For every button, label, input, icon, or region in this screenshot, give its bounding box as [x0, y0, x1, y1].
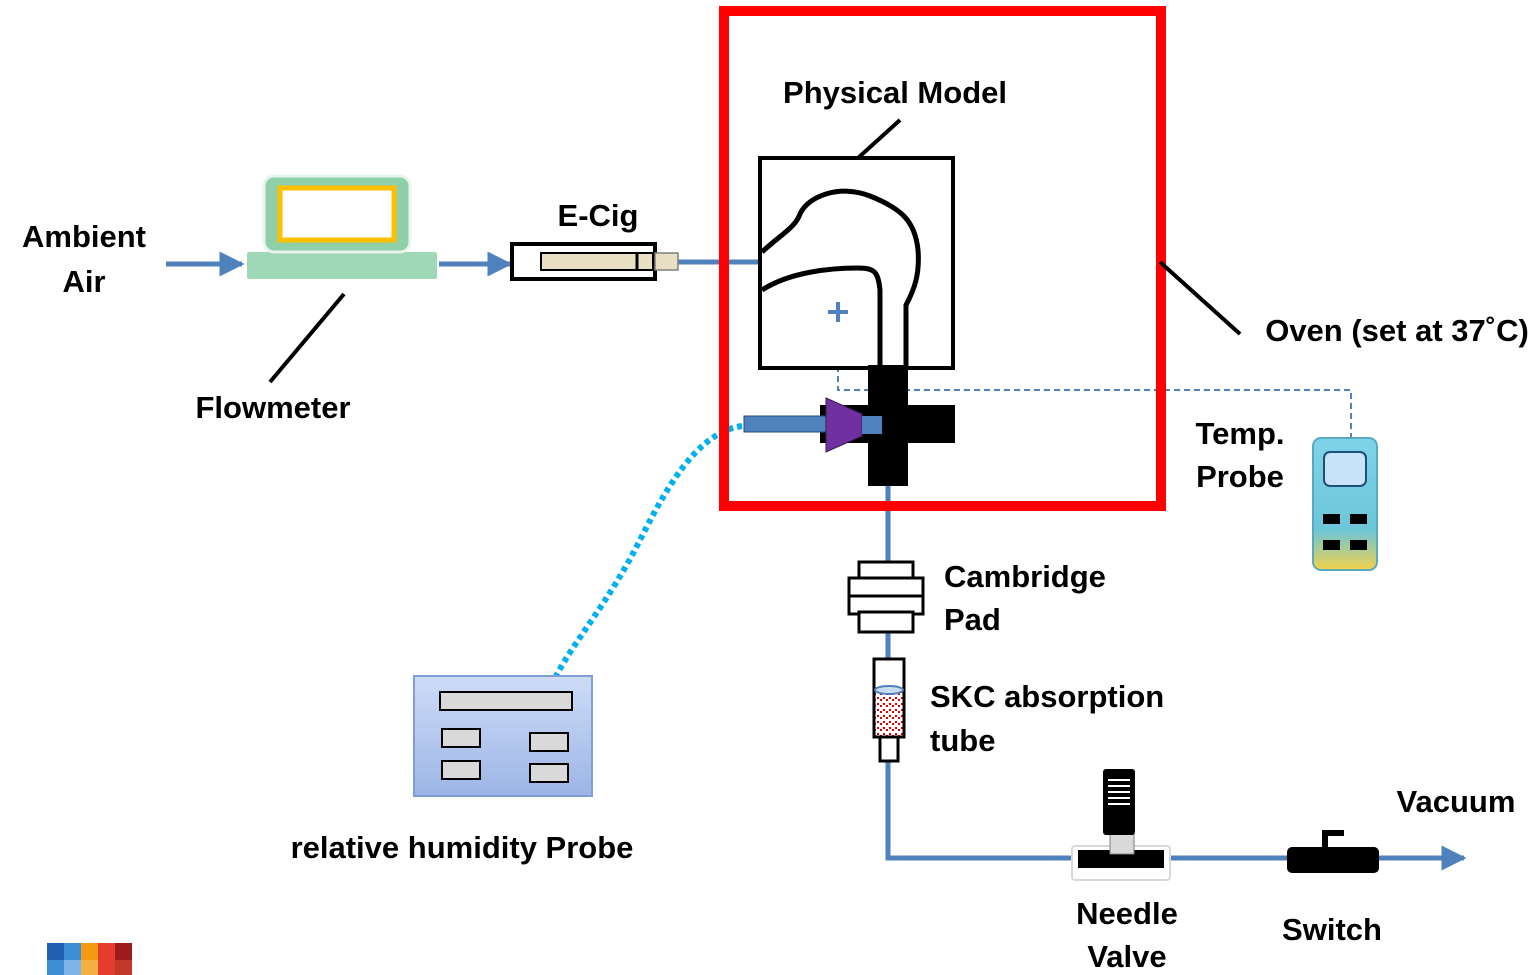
mouthpiece-inner [862, 416, 882, 434]
label-rh-probe: relative humidity Probe [291, 830, 634, 865]
switch-icon [1287, 830, 1379, 873]
label-cambridge-pad-line1: Cambridge [944, 559, 1106, 594]
physical-model-box [758, 156, 955, 370]
label-ambient-air-line1: Ambient [22, 219, 146, 254]
cambridge-pad-icon [847, 560, 925, 634]
label-temp-probe-line2: Probe [1196, 459, 1284, 494]
rh-inlet-tube [743, 415, 829, 433]
temp-probe-tip-icon [828, 302, 848, 322]
oven-box [719, 6, 1166, 511]
flowmeter-pointer [268, 292, 346, 384]
temp-probe-wire [837, 316, 1352, 440]
label-cambridge-pad-line2: Pad [944, 602, 1001, 637]
label-switch: Switch [1282, 912, 1382, 947]
skc-tube-icon [872, 657, 906, 763]
needle-valve-icon [1071, 769, 1171, 881]
label-physical-model: Physical Model [783, 75, 1007, 110]
label-needle-valve-line2: Valve [1087, 939, 1166, 974]
label-vacuum: Vacuum [1397, 784, 1516, 819]
rh-probe-wire [553, 423, 743, 678]
label-flowmeter: Flowmeter [195, 390, 350, 425]
label-skc-tube-line1: SKC absorption [930, 679, 1164, 714]
physical-model-pointer [856, 118, 902, 160]
label-ambient-air-line2: Air [62, 264, 105, 299]
rh-probe-device-icon [413, 675, 593, 797]
mouthpiece-icon [825, 397, 863, 453]
airway-outline-icon [760, 188, 921, 366]
label-ecig: E-Cig [558, 198, 639, 233]
temp-probe-device-icon [1312, 437, 1378, 571]
label-needle-valve-line1: Needle [1076, 896, 1178, 931]
ecig-icon [510, 242, 679, 281]
oven-pointer [1158, 260, 1242, 336]
label-temp-probe-line1: Temp. [1196, 416, 1285, 451]
label-skc-tube-line2: tube [930, 723, 995, 758]
flowmeter-icon [245, 174, 439, 281]
label-oven: Oven (set at 37˚C) [1265, 313, 1529, 348]
logo-icon [47, 943, 132, 975]
